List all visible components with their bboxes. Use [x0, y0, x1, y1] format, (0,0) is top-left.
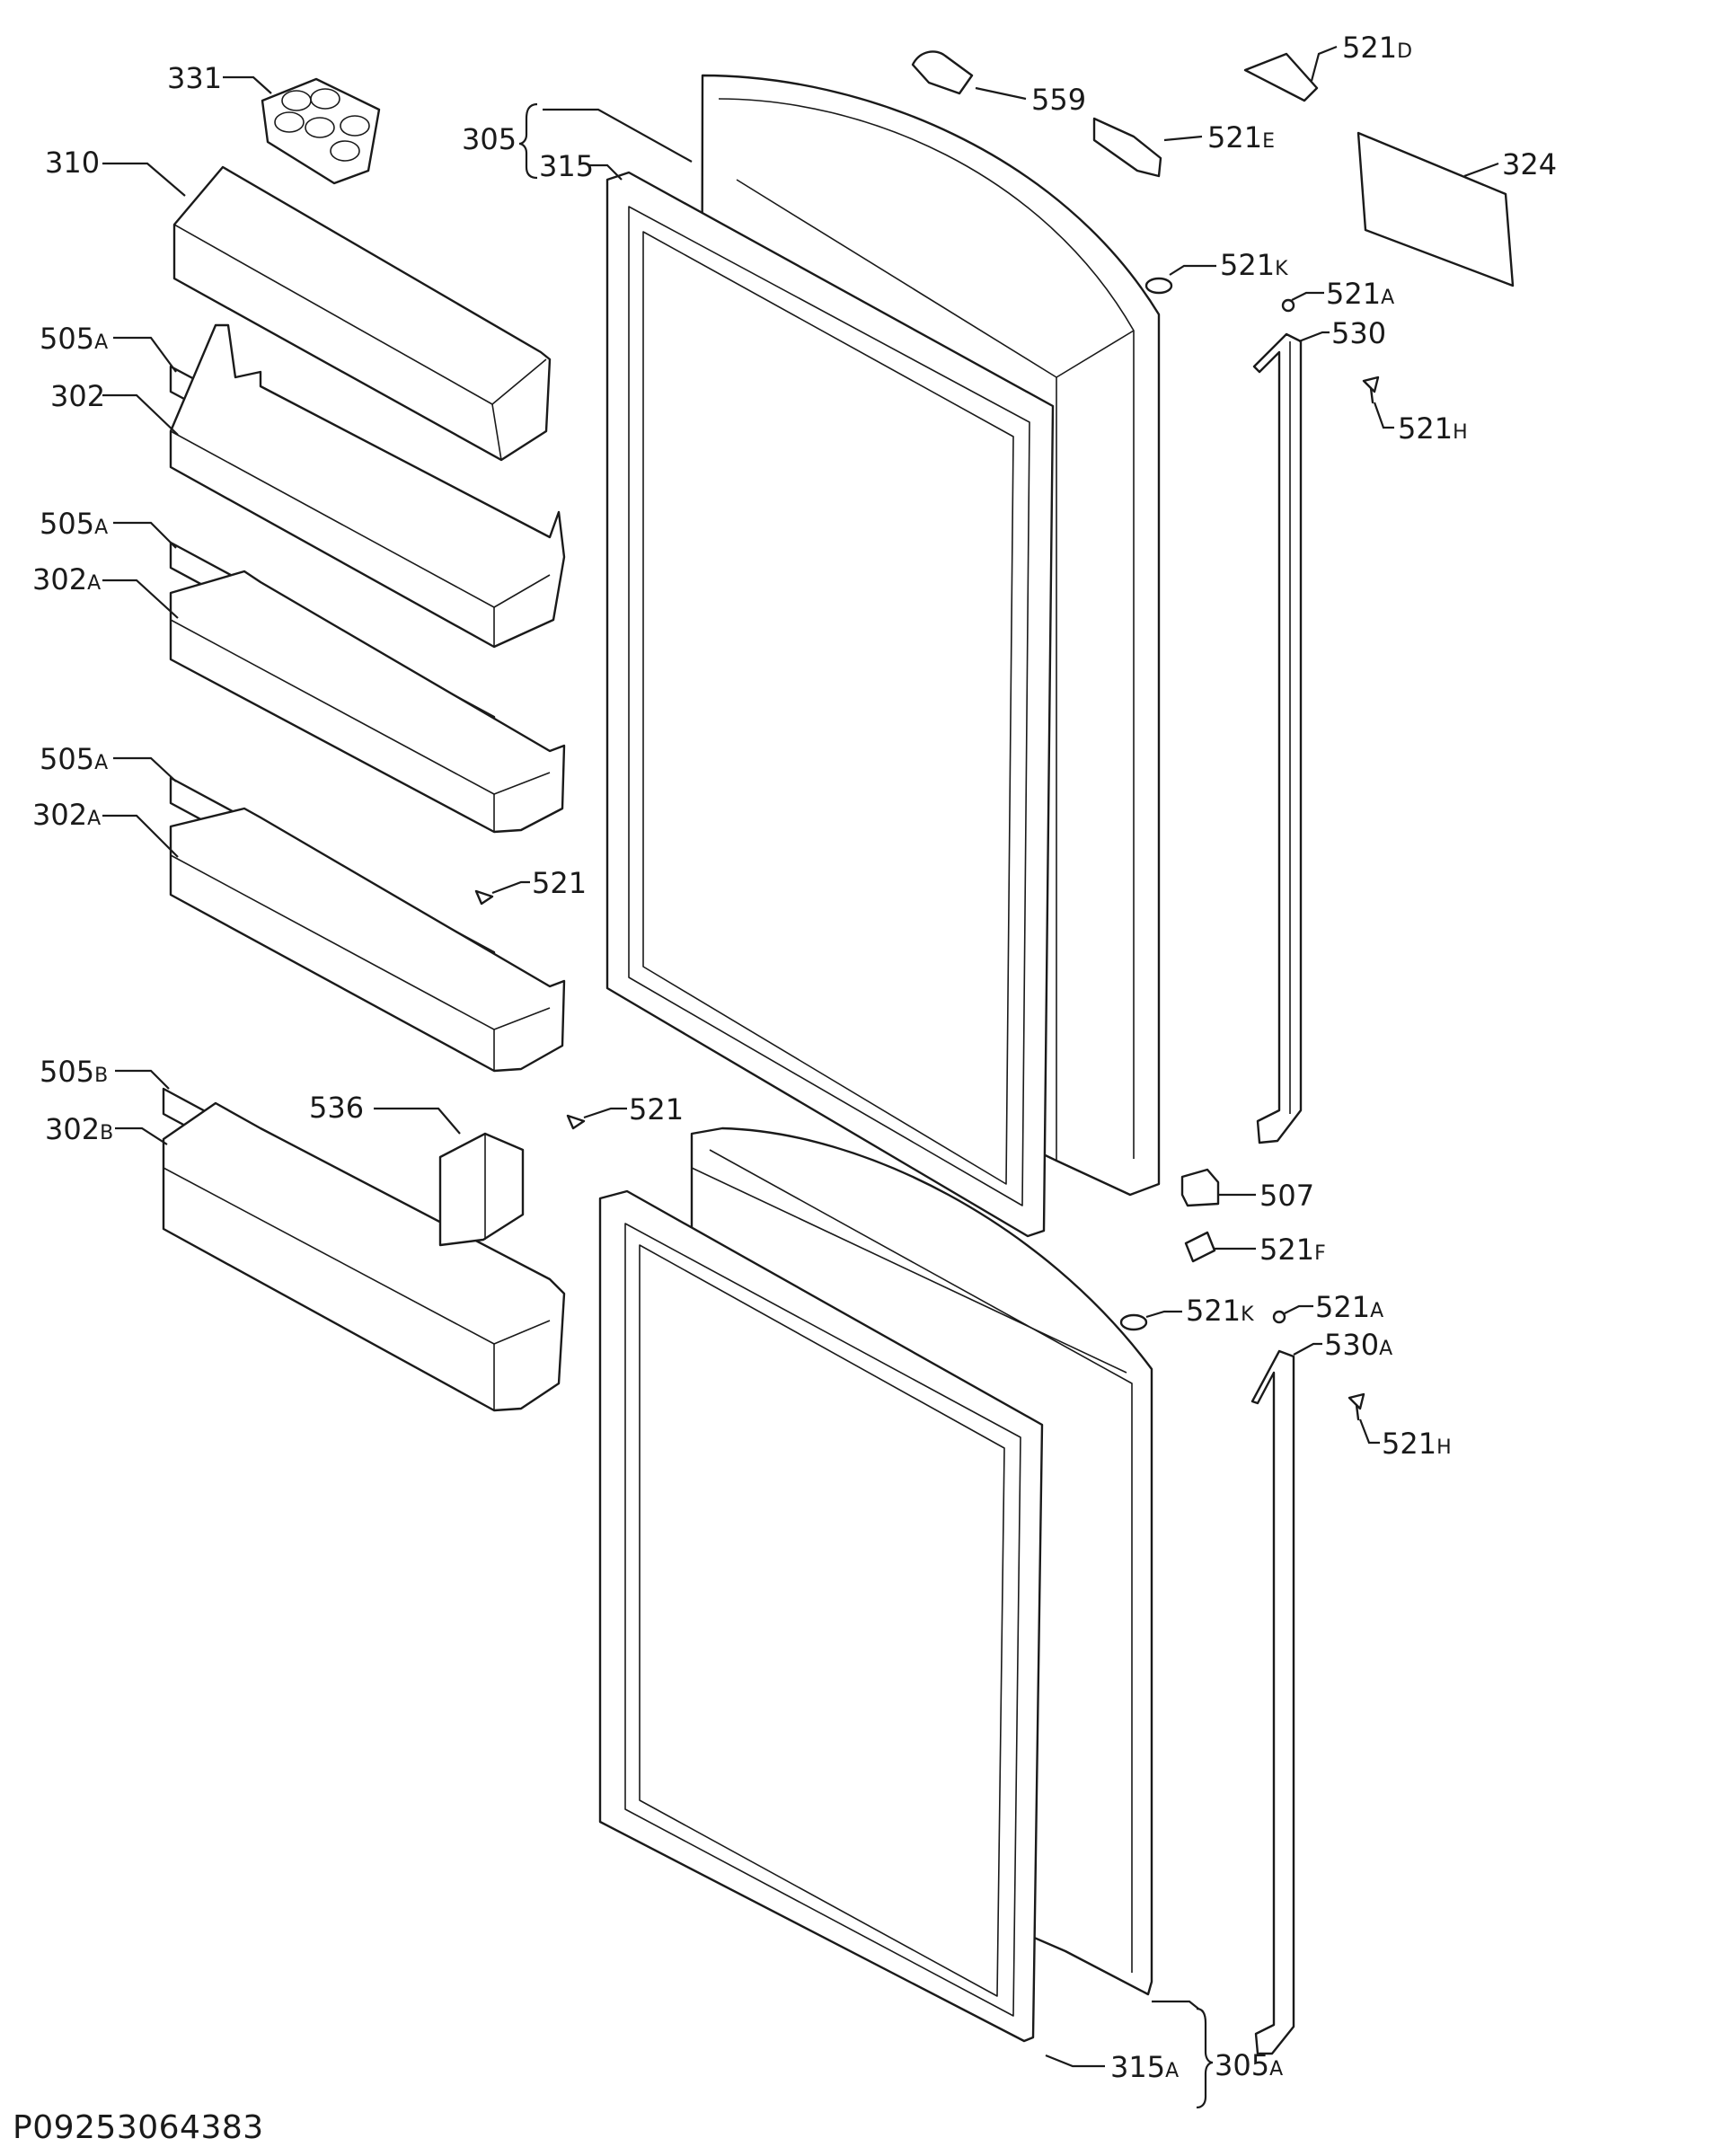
label-315a: 315A [1110, 2050, 1179, 2084]
part-door-shelf-302a-1 [169, 570, 566, 834]
label-507: 507 [1259, 1179, 1314, 1213]
part-screw-h-2 [1348, 1392, 1365, 1421]
part-door-shelf-302b [162, 1101, 566, 1412]
part-hinge-bar [1252, 332, 1303, 1144]
part-washer-k-1 [1144, 277, 1173, 295]
label-521-1: 521 [532, 866, 587, 900]
label-505a-3: 505A [40, 742, 108, 776]
label-536: 536 [309, 1091, 364, 1125]
part-washer-k-2 [1119, 1313, 1148, 1331]
label-305: 305 [462, 122, 517, 156]
label-331: 331 [167, 61, 222, 95]
label-521d: 521D [1342, 31, 1412, 65]
part-hinge-pin [911, 50, 974, 95]
part-upper-door-gasket [605, 171, 1055, 1238]
label-521h-1: 521H [1398, 411, 1468, 446]
label-521k-1: 521K [1220, 248, 1288, 282]
part-clip-f [1184, 1231, 1216, 1263]
label-505a-1: 505A [40, 322, 108, 356]
label-521e: 521E [1207, 120, 1275, 155]
label-559: 559 [1031, 83, 1086, 117]
document-code: P09253064383 [13, 2109, 264, 2146]
label-302a-1: 302A [32, 562, 101, 596]
part-nut-a-2 [1272, 1310, 1286, 1324]
label-530: 530 [1331, 316, 1386, 350]
part-bottle-retainer [438, 1132, 525, 1247]
label-302a-2: 302A [32, 798, 101, 832]
label-324: 324 [1502, 147, 1557, 181]
label-310: 310 [45, 146, 100, 180]
part-lower-door-gasket [598, 1189, 1044, 2043]
part-hinge-cover-e [1092, 117, 1162, 178]
part-dairy-cover [172, 165, 552, 462]
label-302: 302 [50, 379, 105, 413]
label-521a-2: 521A [1315, 1290, 1383, 1324]
part-label-plate [1356, 131, 1515, 287]
label-305a: 305A [1215, 2048, 1283, 2082]
label-521-2: 521 [629, 1092, 684, 1127]
part-nut-a-1 [1281, 298, 1295, 313]
leader-lines [102, 45, 1499, 2109]
part-screw-h-1 [1362, 376, 1380, 404]
part-lower-hinge-bar [1250, 1349, 1295, 2055]
label-521k-2: 521K [1186, 1294, 1254, 1328]
label-505b: 505B [40, 1055, 108, 1089]
part-hinge-block [1180, 1168, 1220, 1207]
label-521f: 521F [1259, 1233, 1326, 1267]
part-egg-tray [261, 77, 381, 185]
part-screw-2 [566, 1114, 586, 1130]
part-hinge-cap-d [1243, 52, 1319, 102]
part-labels: 331 310 505A 302 505A 302A 505A 302A 505… [32, 31, 1557, 2084]
part-door-shelf-302a-2 [169, 807, 566, 1073]
label-521a-1: 521A [1326, 277, 1394, 311]
part-door-shelf-302 [169, 323, 566, 649]
label-315: 315 [539, 149, 594, 183]
label-521h-2: 521H [1382, 1427, 1452, 1461]
label-302b: 302B [45, 1112, 113, 1146]
label-505a-2: 505A [40, 507, 108, 541]
part-screw-1 [474, 889, 494, 906]
label-530a: 530A [1324, 1328, 1392, 1362]
